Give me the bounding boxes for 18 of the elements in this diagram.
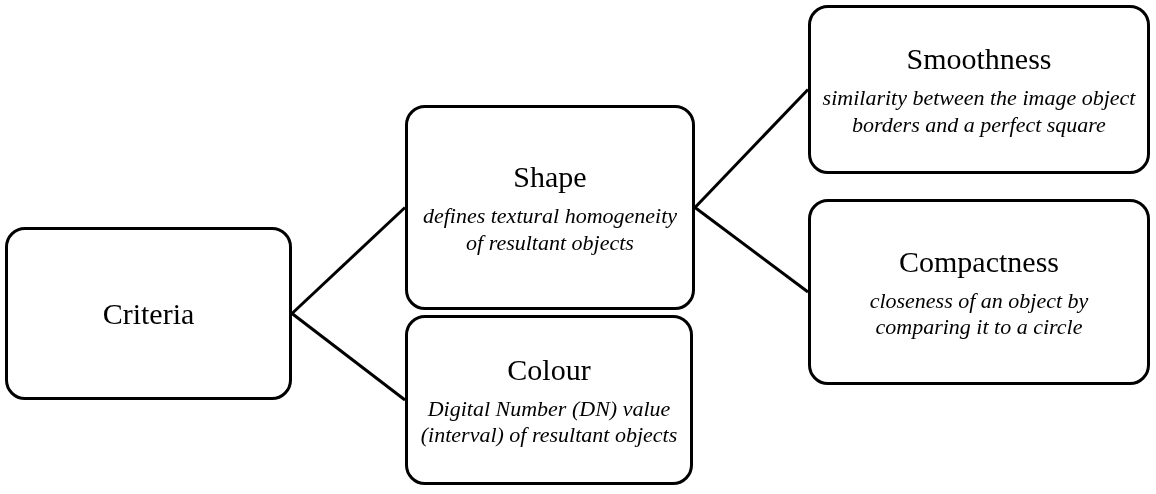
connector-line xyxy=(290,206,407,315)
process-box xyxy=(5,227,292,400)
process-box xyxy=(808,199,1150,385)
box-description: closeness of an object by comparing it to a circle xyxy=(868,287,1090,341)
connector-line xyxy=(291,312,406,402)
box-title: Colour xyxy=(507,351,591,388)
box-description: Digital Number (DN) value (interval) of resultant objects xyxy=(419,395,679,449)
process-box xyxy=(405,105,695,310)
box-title: Smoothness xyxy=(906,41,1052,78)
box-description: similarity between the image object borders and a perfect square xyxy=(821,85,1137,138)
connector-line xyxy=(693,88,810,209)
box-title: Shape xyxy=(513,159,587,196)
process-box xyxy=(808,5,1150,174)
box-description: defines textural homogeneity of resultant objects xyxy=(421,203,679,256)
box-title: Compactness xyxy=(899,243,1059,280)
box-title: Criteria xyxy=(102,295,195,332)
connector-line xyxy=(694,206,809,294)
process-box xyxy=(405,315,693,485)
